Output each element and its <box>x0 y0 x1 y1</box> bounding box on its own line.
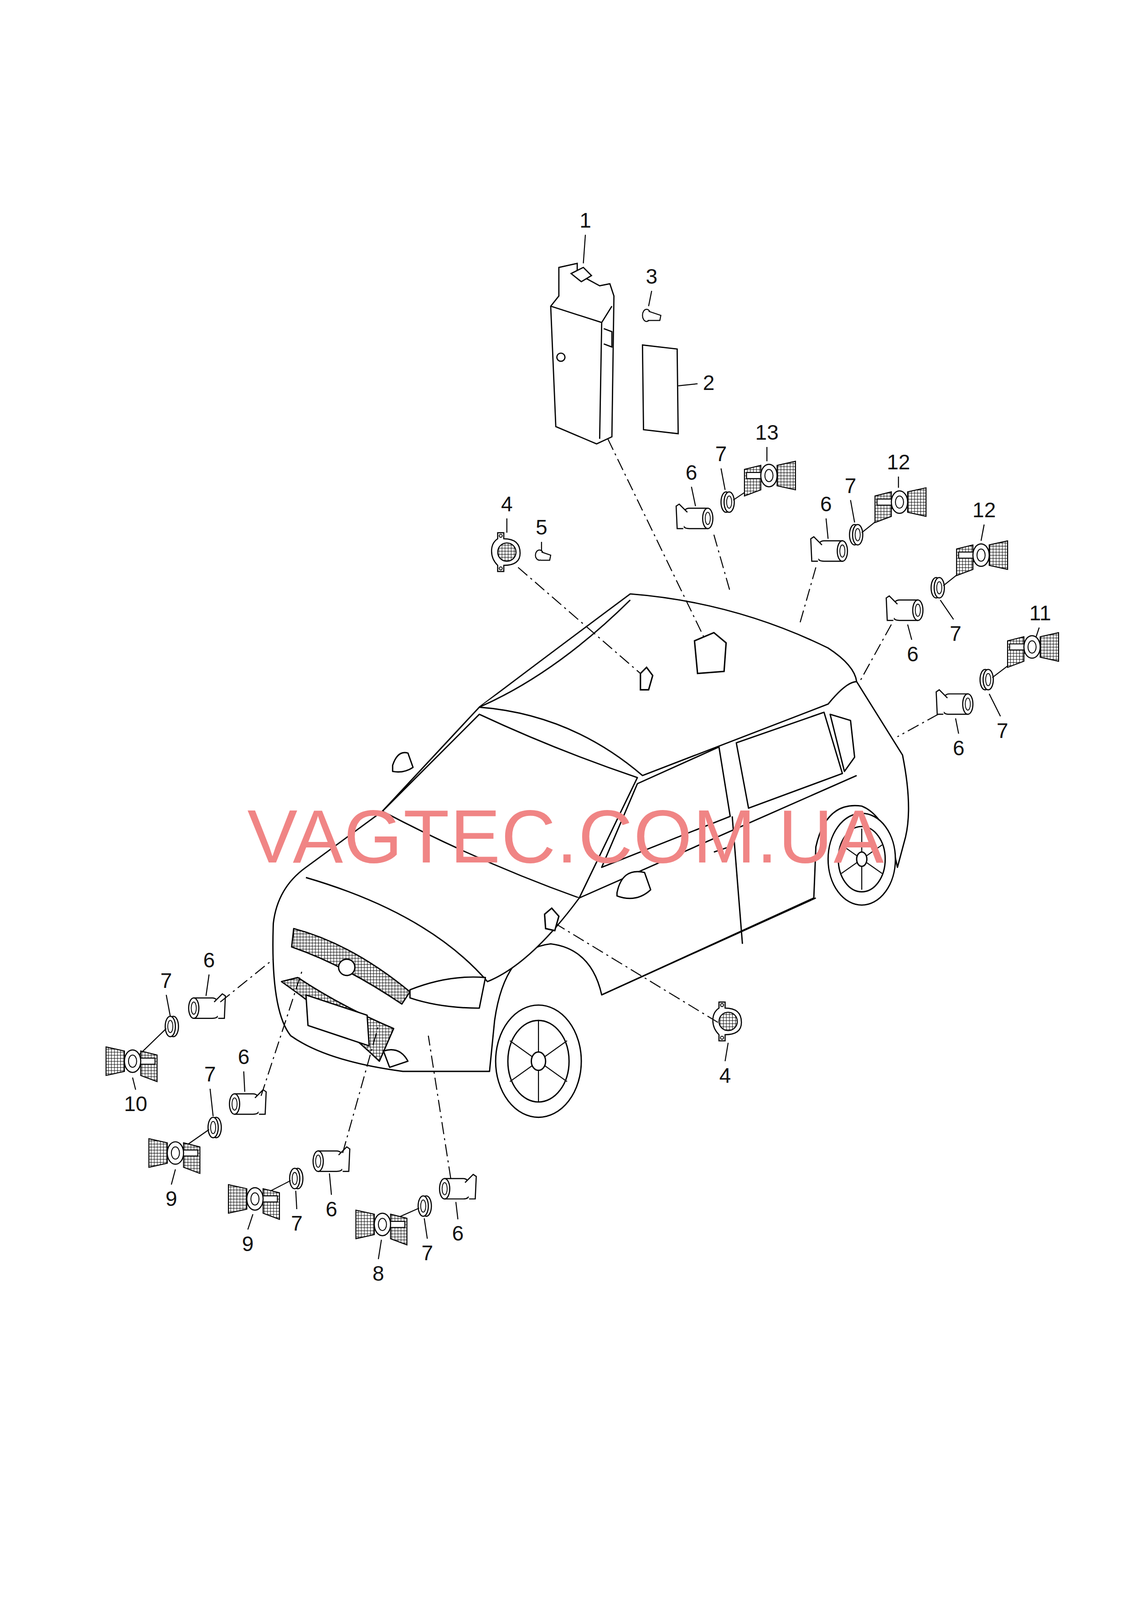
callout-number: 6 <box>203 949 216 971</box>
plate <box>642 344 678 434</box>
callout-number: 2 <box>702 372 715 393</box>
mounting-outline <box>544 632 727 931</box>
callout-number: 9 <box>165 1187 178 1209</box>
callout-number: 7 <box>844 475 857 497</box>
callout-number: 4 <box>501 493 513 515</box>
leader-line <box>132 234 1040 1259</box>
callout-number: 6 <box>237 1045 250 1067</box>
callout-number: 12 <box>886 451 910 473</box>
callout-number: 10 <box>124 1092 148 1114</box>
callout-number: 8 <box>372 1262 385 1284</box>
callout-number: 7 <box>421 1241 434 1263</box>
callout-number: 7 <box>949 622 962 644</box>
callout-number: 6 <box>820 493 833 515</box>
callout-number: 7 <box>160 969 173 991</box>
callout-number: 6 <box>685 461 698 483</box>
buzzer <box>491 532 521 572</box>
callout-number: 12 <box>972 499 996 521</box>
callout-number: 11 <box>1029 602 1052 624</box>
control-unit <box>550 263 615 444</box>
callout-number: 13 <box>755 421 779 443</box>
position-line <box>220 438 939 1179</box>
callout-number: 6 <box>906 643 919 665</box>
callout-number: 9 <box>242 1232 254 1254</box>
callout-number: 6 <box>952 737 965 759</box>
callout-number: 7 <box>290 1212 303 1234</box>
callout-number: 3 <box>646 265 658 287</box>
callout-number: 6 <box>325 1198 338 1220</box>
callout-number: 7 <box>204 1063 217 1085</box>
callout-number: 5 <box>535 516 548 538</box>
callout-number: 7 <box>996 719 1009 741</box>
callout-number: 6 <box>452 1222 465 1244</box>
screw <box>535 309 661 560</box>
watermark: VAGTEC.COM.UA <box>247 798 885 874</box>
callout-number: 7 <box>715 443 728 465</box>
callout-number: 1 <box>579 209 592 231</box>
callout-number: 4 <box>719 1064 732 1086</box>
